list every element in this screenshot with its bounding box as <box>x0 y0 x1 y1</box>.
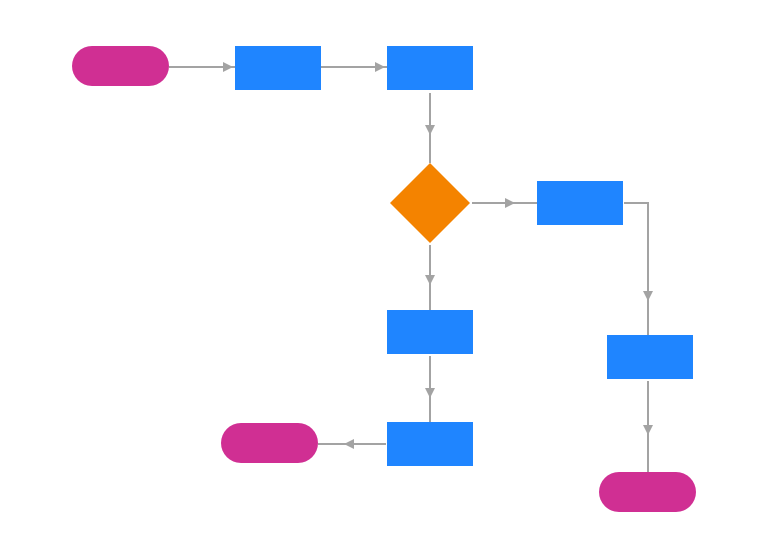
process-node-process-right-1 <box>537 181 623 225</box>
decision-node <box>390 163 470 243</box>
terminal-node-end-left <box>221 423 318 463</box>
process-node-process-down-1 <box>387 310 473 354</box>
process-node-process-1 <box>235 46 321 90</box>
connector-process-right-1-to-process-right-2 <box>624 202 653 301</box>
process-node-process-right-2 <box>607 335 693 379</box>
terminal-node-end-right <box>599 472 696 512</box>
connector-layer <box>169 62 653 472</box>
process-node-process-down-2 <box>387 422 473 466</box>
terminal-node-start <box>72 46 169 86</box>
process-node-process-2 <box>387 46 473 90</box>
node-layer <box>72 46 696 512</box>
